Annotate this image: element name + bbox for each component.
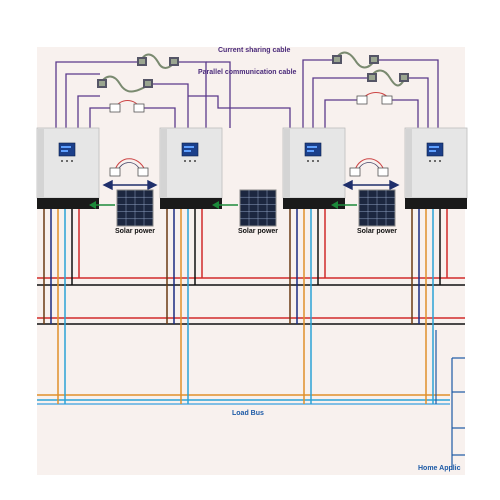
- ac-bus-lines: [37, 277, 465, 325]
- mid-splitter-right: [349, 158, 389, 177]
- mid-splitter-left: [109, 158, 149, 177]
- inverter-display: [304, 142, 322, 157]
- solar-power-label: Solar power: [238, 228, 278, 235]
- solar-panel: Solar power: [115, 189, 155, 235]
- load-bus-label: Load Bus: [232, 410, 264, 417]
- solar-panels: Solar power Solar power Solar power: [89, 189, 397, 235]
- home-appliances-label: Home Applic: [418, 465, 461, 472]
- output-bus-lines: [37, 394, 450, 401]
- splitter-link-arrows: [102, 179, 400, 191]
- top-splitter-left: [109, 100, 145, 113]
- current-sharing-cable-label: Current sharing cable: [218, 47, 290, 54]
- inverter-display: [426, 142, 444, 157]
- inverter-output-wires: [43, 209, 448, 404]
- current-sharing-cable-left: [137, 53, 179, 69]
- home-appliances-panel: [435, 330, 465, 470]
- inverter-3: [282, 127, 346, 209]
- inverter-4: [404, 127, 468, 209]
- solar-to-inverter-arrow: [212, 201, 238, 209]
- top-splitter-right: [356, 92, 393, 105]
- solar-power-label: Solar power: [357, 228, 397, 235]
- parallel-communication-cable-left: [97, 75, 153, 93]
- inverter-display: [58, 142, 76, 157]
- inverter-units: [36, 127, 468, 209]
- parallel-communication-cable-label: Parallel communication cable: [198, 69, 297, 76]
- solar-power-label: Solar power: [115, 228, 155, 235]
- inverter-1: [36, 127, 100, 209]
- solar-panel: Solar power: [357, 189, 397, 235]
- current-sharing-cable-right: [332, 51, 379, 69]
- purple-cable-harness: [55, 59, 439, 128]
- solar-to-inverter-arrow: [331, 201, 357, 209]
- solar-to-inverter-arrow: [89, 201, 115, 209]
- parallel-communication-cable-right: [367, 69, 409, 87]
- solar-panel: Solar power: [238, 189, 278, 235]
- inverter-display: [181, 142, 199, 157]
- inverter-2: [159, 127, 223, 209]
